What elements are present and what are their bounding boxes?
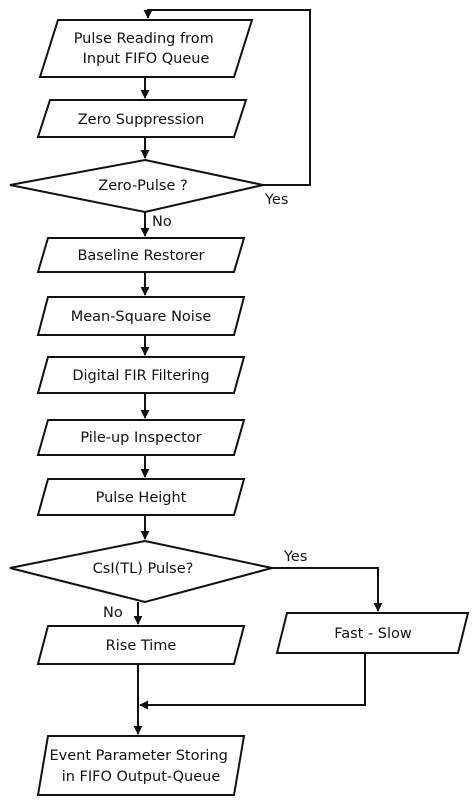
edges [133,9,383,735]
node-zero-pulse-label: Zero-Pulse ? [98,178,187,194]
node-pileup-inspector [36,419,246,456]
edge-csi-yes-to-fast-slow [272,567,383,612]
node-fast-slow-label: Fast - Slow [334,626,412,642]
node-event-storing-line-2: in FIFO Output-Queue [62,769,221,785]
node-csi-pulse-decision [9,539,273,604]
node-mean-square-noise [36,296,246,336]
node-digital-fir [36,356,246,394]
node-pulse-reading-line-1: Pulse Reading from [74,31,214,47]
node-digital-fir-label: Digital FIR Filtering [72,368,209,384]
node-rise-time-label: Rise Time [106,638,177,654]
node-pileup-inspector-label: Pile-up Inspector [80,430,201,446]
node-zero-suppression-label: Zero Suppression [78,112,205,128]
node-baseline-restorer-label: Baseline Restorer [77,248,204,264]
node-event-storing [36,735,246,796]
node-pulse-height [36,478,246,516]
node-pulse-reading-label: Pulse Reading from Input FIFO Queue [74,31,219,67]
edge-label-zero-yes: Yes [264,192,288,208]
edge-label-csi-no: No [103,605,123,621]
node-pulse-reading-line-2: Input FIFO Queue [83,51,210,67]
node-fast-slow [275,612,470,654]
node-rise-time [36,625,246,665]
node-mean-square-noise-label: Mean-Square Noise [71,309,212,325]
node-zero-pulse-decision [9,158,264,214]
node-csi-pulse-label: CsI(TL) Pulse? [93,561,194,577]
node-pulse-reading [38,19,254,78]
node-zero-suppression [36,99,248,138]
edge-zero-pulse-yes-loop [143,9,311,186]
node-baseline-restorer [36,237,246,273]
node-pulse-height-label: Pulse Height [96,490,187,506]
edge-fast-slow-merge [139,653,366,710]
edge-label-csi-yes: Yes [283,549,307,565]
node-event-storing-line-1: Event Parameter Storing [50,748,228,764]
edge-label-zero-no: No [152,214,172,230]
node-event-storing-label: Event Parameter Storing in FIFO Output-Q… [50,748,233,785]
